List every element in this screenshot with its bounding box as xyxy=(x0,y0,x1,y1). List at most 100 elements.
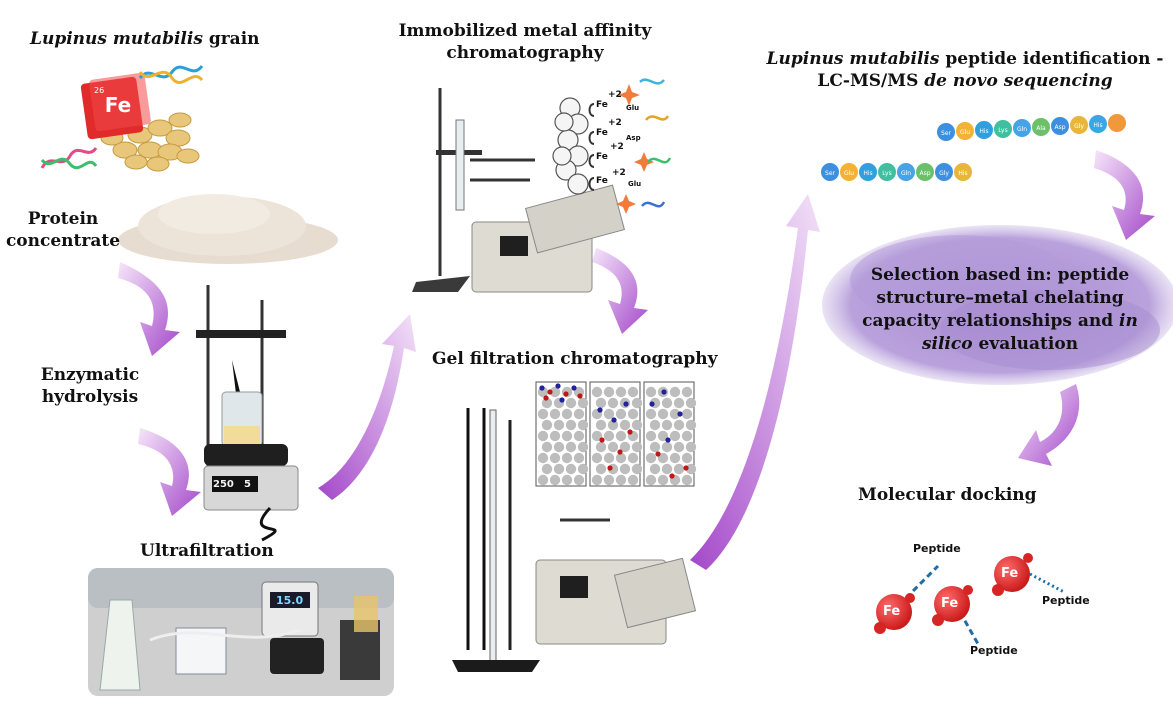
gel-bead xyxy=(669,386,681,398)
dna-helix-icon xyxy=(40,64,204,170)
gel-bead xyxy=(561,408,573,420)
gel-bead xyxy=(627,386,639,398)
fe-atom-icon xyxy=(874,593,915,634)
gel-bead xyxy=(657,430,669,442)
gel-bead xyxy=(549,408,561,420)
peptide-chain-2-residue-label: Lys xyxy=(882,170,891,177)
peptide-chain-1-residue-label: Lys xyxy=(998,127,1007,134)
selection-text-2: evaluation xyxy=(972,334,1079,354)
imac-charge-1: +2 xyxy=(608,90,622,100)
gel-bead xyxy=(573,408,585,420)
gel-analyte-dot xyxy=(611,417,617,423)
gel-bead xyxy=(649,463,661,475)
gel-bead xyxy=(561,452,573,464)
imac-charge-2: +2 xyxy=(608,118,622,128)
peptide-chain-1-residue-bead xyxy=(1013,119,1031,137)
gel-analyte-dot xyxy=(555,383,561,389)
gel-bead xyxy=(673,463,685,475)
fe-tile-number: 26 xyxy=(94,86,105,95)
gel-bead xyxy=(537,430,549,442)
gel-bead xyxy=(661,419,673,431)
arrow-to-imac-up-icon xyxy=(318,314,416,500)
protein-powder xyxy=(118,194,338,264)
selection-label: Selection based in: peptide structure–me… xyxy=(840,264,1160,356)
gel-bead xyxy=(573,474,585,486)
gel-analyte-dot xyxy=(655,451,661,457)
gel-bead xyxy=(681,452,693,464)
fe-tile-text: 26 Fe xyxy=(90,86,146,117)
gel-bead xyxy=(685,419,697,431)
fe-tile-symbol: Fe xyxy=(104,93,132,117)
peptide-chain-2-residue-bead xyxy=(954,163,972,181)
hotplate-rpm: 5 xyxy=(244,479,251,490)
fe-element-tile-icon xyxy=(80,72,151,140)
imac-fe-2: Fe xyxy=(596,128,608,138)
imac-residue-2: Asp xyxy=(626,134,641,142)
hotplate-stirrer xyxy=(196,285,299,542)
gel-bead xyxy=(603,452,615,464)
gel-bead xyxy=(591,430,603,442)
gel-bead xyxy=(561,474,573,486)
selection-cloud xyxy=(822,225,1173,385)
gel-analyte-dot xyxy=(539,385,545,391)
docking-peptide-1: Peptide xyxy=(913,542,961,555)
gel-bead xyxy=(577,463,589,475)
lcms-suffix: peptide identification - xyxy=(939,49,1164,69)
gel-analyte-dot xyxy=(623,401,629,407)
grain-species: Lupinus mutabilis xyxy=(30,29,203,49)
gel-bead xyxy=(553,441,565,453)
peptide-chain-1-residue-label: His xyxy=(1093,122,1102,129)
arrow-imac-to-gel-icon xyxy=(592,248,648,334)
gel-bead xyxy=(595,397,607,409)
ultrafiltration-label: Ultrafiltration xyxy=(140,541,274,561)
gel-bead xyxy=(591,452,603,464)
peptide-chain-2-residue-label: His xyxy=(958,170,967,177)
gel-bead xyxy=(649,419,661,431)
gel-bead xyxy=(669,408,681,420)
gel-bead xyxy=(649,441,661,453)
lcms-label: Lupinus mutabilis peptide identification… xyxy=(760,48,1170,92)
imac-residue-1: Glu xyxy=(626,104,640,112)
arrow-lcms-to-selection-icon xyxy=(1094,150,1155,240)
gel-bead xyxy=(603,408,615,420)
gel-analyte-dot xyxy=(607,465,613,471)
gel-bead xyxy=(573,430,585,442)
gel-bead xyxy=(565,463,577,475)
gel-bead xyxy=(657,408,669,420)
gel-bead xyxy=(615,386,627,398)
docking-scheme xyxy=(874,553,1065,645)
gel-bead xyxy=(537,452,549,464)
imac-fe-3: Fe xyxy=(596,152,608,162)
gel-bead xyxy=(549,474,561,486)
gel-bead xyxy=(681,474,693,486)
gel-bead xyxy=(661,463,673,475)
gel-bead xyxy=(631,397,643,409)
gel-bead xyxy=(595,441,607,453)
grain-illustration xyxy=(100,112,200,172)
arrow-selection-to-docking-icon xyxy=(1018,384,1080,466)
peptide-chain-1-residue-label: Gln xyxy=(1017,126,1027,133)
gel-bead xyxy=(685,397,697,409)
fe-atom-icon xyxy=(932,585,973,626)
gel-bead xyxy=(607,397,619,409)
gel-bead xyxy=(591,386,603,398)
gel-bead xyxy=(619,463,631,475)
peptide-chain-2-residue-label: Glu xyxy=(844,170,854,177)
gel-bead xyxy=(553,419,565,431)
gel-analyte-dot xyxy=(617,449,623,455)
peptide-chain-2-residue-label: Gln xyxy=(901,170,911,177)
docking-peptide-3: Peptide xyxy=(970,644,1018,657)
gel-bead xyxy=(631,419,643,431)
docking-peptide-2: Peptide xyxy=(1042,594,1090,607)
lcms-line-2: LC-MS/MS de novo sequencing xyxy=(760,70,1170,92)
peptide-chain-1-residue-label: Ser xyxy=(941,130,952,137)
gel-bead xyxy=(561,430,573,442)
arrow-grain-to-protein-icon xyxy=(118,262,180,356)
gel-bead xyxy=(627,452,639,464)
pump-display: 15.0 xyxy=(276,594,304,607)
selection-text-1: Selection based in: peptide structure–me… xyxy=(862,265,1130,331)
peptide-chain-1-residue-bead xyxy=(994,120,1012,138)
gel-bead xyxy=(615,452,627,464)
gel-analyte-dot xyxy=(559,397,565,403)
